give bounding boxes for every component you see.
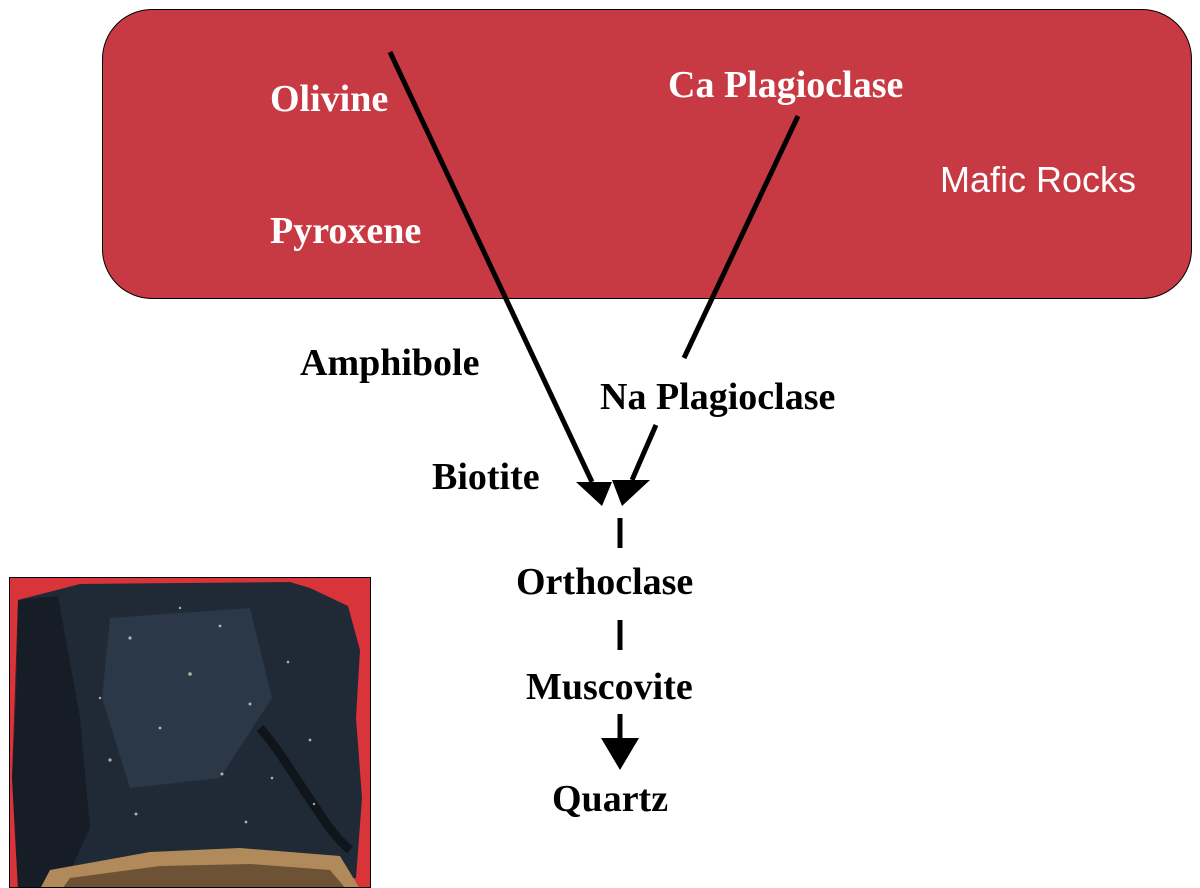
continuous-series-arrow-line-lower [632, 425, 656, 480]
continuous-series-arrowhead [612, 480, 650, 506]
discontinuous-series-arrowhead [576, 482, 612, 506]
discontinuous-series-arrow-line [390, 52, 592, 482]
continuous-series-arrow-line-upper [684, 116, 798, 358]
basalt-rock-photo [9, 577, 371, 888]
quartz-arrowhead [601, 738, 639, 770]
